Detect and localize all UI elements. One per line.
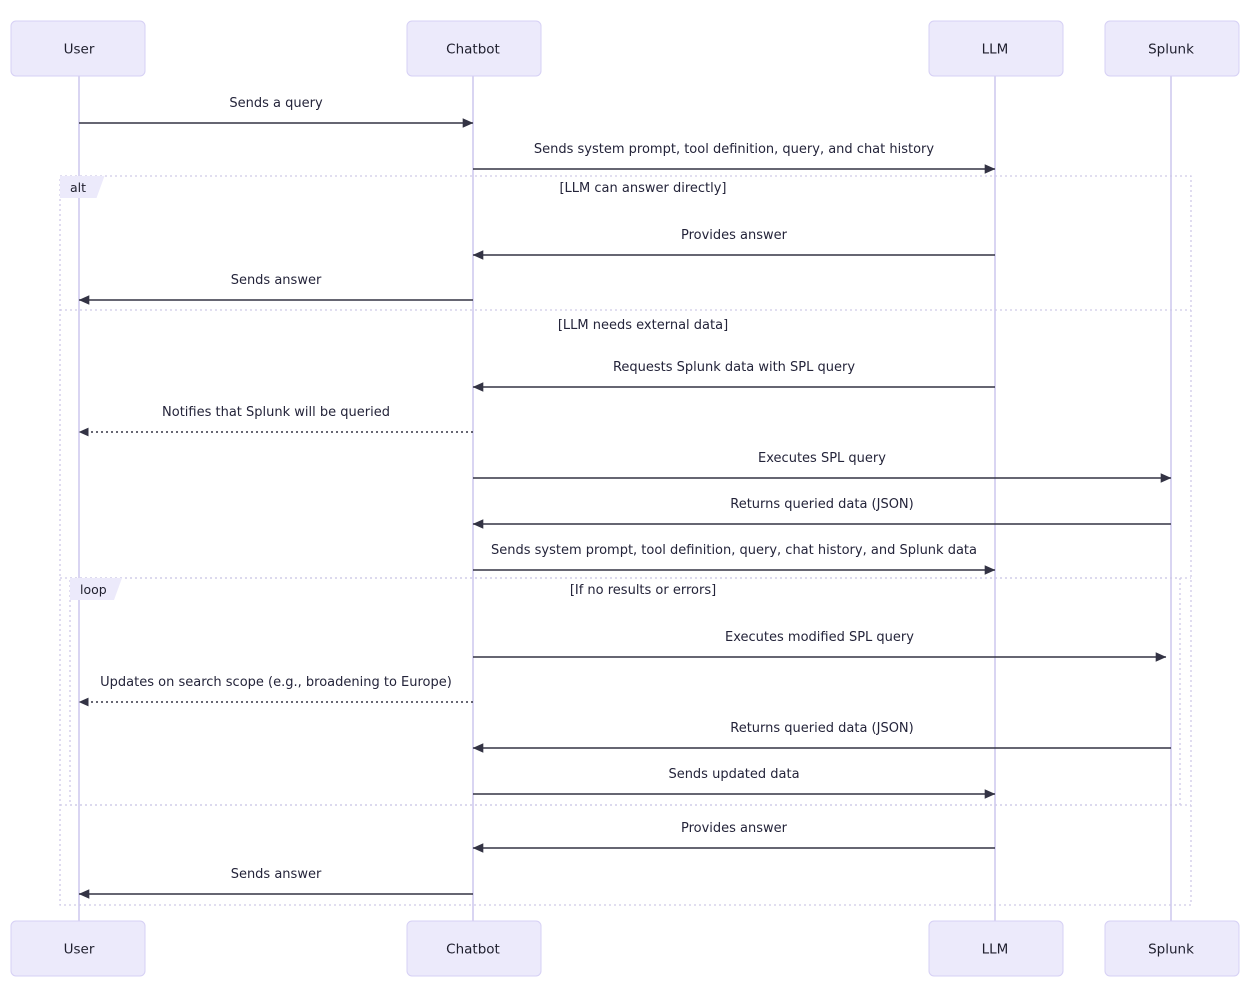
actor-label-user-bottom: User xyxy=(64,942,95,958)
loop-block-frame xyxy=(69,577,1181,806)
actor-box-llm-bottom[interactable] xyxy=(928,920,1064,977)
message-label-m13: Sends updated data xyxy=(668,767,799,782)
message-label-m15: Sends answer xyxy=(231,867,322,882)
message-label-m14: Provides answer xyxy=(681,821,788,836)
actor-label-chatbot-top: Chatbot xyxy=(446,42,500,58)
message-m4: Sends answer xyxy=(78,273,473,305)
message-m2: Sends system prompt, tool definition, qu… xyxy=(473,142,996,174)
actor-chatbot-top[interactable]: Chatbot xyxy=(406,20,542,77)
actor-llm-top[interactable]: LLM xyxy=(928,20,1064,77)
loop-block-tab xyxy=(70,578,122,600)
actor-label-llm-top: LLM xyxy=(982,42,1009,58)
message-m3: Provides answer xyxy=(472,228,995,260)
loop-block-tab-label: loop xyxy=(80,582,107,597)
condition-cond-external-data: [LLM needs external data] xyxy=(558,318,728,333)
message-label-m4: Sends answer xyxy=(231,273,322,288)
alt-block: alt xyxy=(59,175,1192,906)
actor-box-splunk-top[interactable] xyxy=(1104,20,1240,77)
actor-splunk-top[interactable]: Splunk xyxy=(1104,20,1240,77)
message-m8: Returns queried data (JSON) xyxy=(472,497,1171,529)
blocks-group: alt loop xyxy=(59,175,1192,906)
message-m6: Notifies that Splunk will be queried xyxy=(78,405,473,437)
actor-label-chatbot-bottom: Chatbot xyxy=(446,942,500,958)
actor-label-user-top: User xyxy=(64,42,95,58)
message-label-m10: Executes modified SPL query xyxy=(725,630,914,645)
actor-llm-bottom[interactable]: LLM xyxy=(928,920,1064,977)
actor-box-chatbot-top[interactable] xyxy=(406,20,542,77)
message-m7: Executes SPL query xyxy=(473,451,1172,483)
alt-block-tab xyxy=(60,176,105,198)
actor-label-splunk-bottom: Splunk xyxy=(1148,942,1194,958)
message-m15: Sends answer xyxy=(78,867,473,899)
message-label-m5: Requests Splunk data with SPL query xyxy=(613,360,855,375)
loop-block: loop xyxy=(69,577,1181,806)
actor-user-top[interactable]: User xyxy=(10,20,146,77)
actor-splunk-bottom[interactable]: Splunk xyxy=(1104,920,1240,977)
message-m1: Sends a query xyxy=(79,96,474,128)
message-m10: Executes modified SPL query xyxy=(473,630,1167,662)
actor-label-llm-bottom: LLM xyxy=(982,942,1009,958)
message-label-m8: Returns queried data (JSON) xyxy=(730,497,913,512)
message-label-m11: Updates on search scope (e.g., broadenin… xyxy=(100,675,452,690)
message-m14: Provides answer xyxy=(472,821,995,853)
message-label-m1: Sends a query xyxy=(229,96,323,111)
actor-box-splunk-bottom[interactable] xyxy=(1104,920,1240,977)
message-m9: Sends system prompt, tool definition, qu… xyxy=(473,543,996,575)
actor-box-user-top[interactable] xyxy=(10,20,146,77)
message-m11: Updates on search scope (e.g., broadenin… xyxy=(78,675,473,707)
actor-box-chatbot-bottom[interactable] xyxy=(406,920,542,977)
condition-cond-llm-direct: [LLM can answer directly] xyxy=(559,181,726,196)
message-label-m2: Sends system prompt, tool definition, qu… xyxy=(534,142,935,157)
actor-box-llm-top[interactable] xyxy=(928,20,1064,77)
lifelines-group xyxy=(78,76,1172,921)
message-label-m7: Executes SPL query xyxy=(758,451,886,466)
actor-label-splunk-top: Splunk xyxy=(1148,42,1194,58)
message-label-m12: Returns queried data (JSON) xyxy=(730,721,913,736)
alt-block-frame xyxy=(59,175,1192,906)
condition-cond-no-results: [If no results or errors] xyxy=(570,583,716,598)
conditions-group: [LLM can answer directly] [LLM needs exte… xyxy=(558,181,728,598)
message-m5: Requests Splunk data with SPL query xyxy=(472,360,995,392)
message-label-m9: Sends system prompt, tool definition, qu… xyxy=(491,543,977,558)
actor-user-bottom[interactable]: User xyxy=(10,920,146,977)
message-m12: Returns queried data (JSON) xyxy=(472,721,1171,753)
message-m13: Sends updated data xyxy=(473,767,996,799)
alt-block-tab-label: alt xyxy=(70,180,86,195)
actor-box-user-bottom[interactable] xyxy=(10,920,146,977)
message-label-m6: Notifies that Splunk will be queried xyxy=(162,405,390,420)
actor-chatbot-bottom[interactable]: Chatbot xyxy=(406,920,542,977)
message-label-m3: Provides answer xyxy=(681,228,788,243)
